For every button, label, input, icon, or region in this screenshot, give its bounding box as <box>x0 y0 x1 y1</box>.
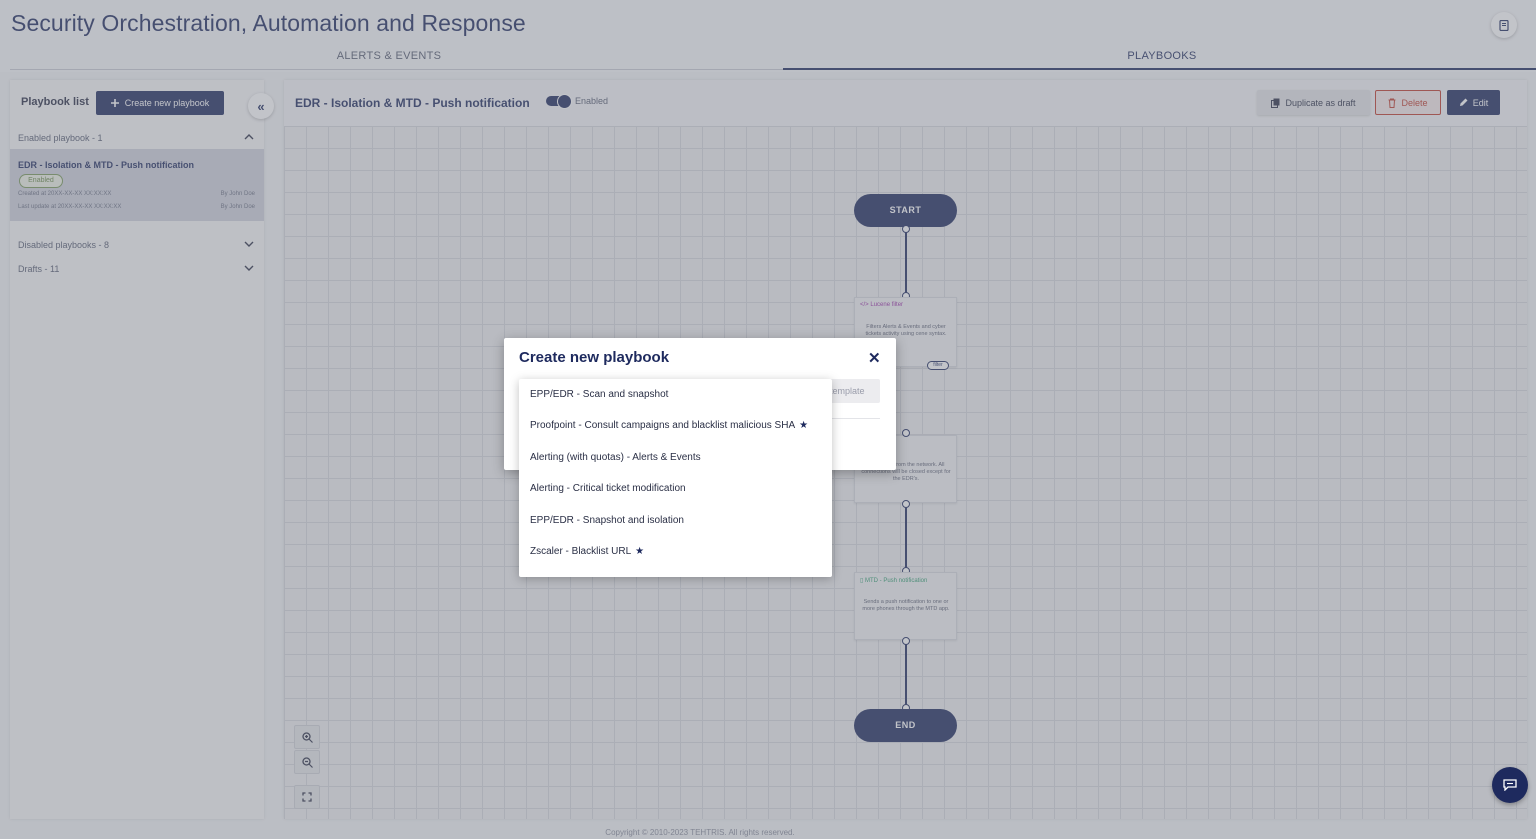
disabled-playbooks-section[interactable]: Disabled playbooks - 8 <box>18 240 256 256</box>
chevron-up-icon <box>244 134 254 140</box>
playbook-editor: EDR - Isolation & MTD - Push notificatio… <box>284 80 1527 819</box>
section-label: Enabled playbook - 1 <box>18 133 103 143</box>
playbook-item-name: EDR - Isolation & MTD - Push notificatio… <box>18 160 194 170</box>
created-by: By John Doe <box>220 191 255 197</box>
duplicate-as-draft-button[interactable]: Duplicate as draft <box>1257 90 1370 115</box>
zoom-in-icon <box>301 731 313 743</box>
playbook-list-title: Playbook list <box>21 96 89 108</box>
playbook-toolbar: EDR - Isolation & MTD - Push notificatio… <box>284 80 1527 126</box>
option-label: EPP/EDR - Scan and snapshot <box>530 389 669 400</box>
node-description: e endpoint from the network. All connect… <box>861 462 951 482</box>
connector-dot[interactable] <box>902 637 910 645</box>
tab-alerts-events[interactable]: ALERTS & EVENTS <box>336 50 442 62</box>
start-node[interactable]: START <box>854 194 957 227</box>
connector-dot[interactable] <box>902 429 910 437</box>
document-button[interactable] <box>1491 12 1517 38</box>
updated-at: Last update at 20XX-XX-XX XX:XX:XX <box>18 204 122 210</box>
chat-icon <box>1503 779 1517 791</box>
enabled-toggle[interactable] <box>546 94 572 109</box>
document-icon: ▯ <box>860 578 864 584</box>
template-option[interactable]: Zscaler - Blacklist URL ★ <box>530 546 644 557</box>
tab-playbooks[interactable]: PLAYBOOKS <box>783 44 1536 70</box>
edit-button[interactable]: Edit <box>1447 90 1500 115</box>
chevron-down-icon <box>244 241 254 247</box>
zoom-out-icon <box>301 756 313 768</box>
template-option[interactable]: EPP/EDR - Scan and snapshot <box>530 389 668 400</box>
fit-screen-button[interactable] <box>294 785 320 809</box>
template-dropdown: EPP/EDR - Scan and snapshot Proofpoint -… <box>519 379 832 577</box>
template-option[interactable]: Proofpoint - Consult campaigns and black… <box>530 420 808 431</box>
playbook-sidebar: Playbook list Create new playbook « Enab… <box>10 80 274 819</box>
option-label: Alerting - Critical ticket modification <box>530 483 686 494</box>
plus-icon <box>110 99 119 107</box>
connector-line <box>905 230 907 294</box>
playbook-title: EDR - Isolation & MTD - Push notificatio… <box>295 96 530 110</box>
node-description: Sends a push notification to one or more… <box>862 599 950 612</box>
option-label: EPP/EDR - Snapshot and isolation <box>530 515 684 526</box>
create-playbook-button[interactable]: Create new playbook <box>96 91 224 115</box>
footer-copyright: Copyright © 2010-2023 TEHTRIS. All right… <box>605 828 795 837</box>
trash-icon <box>1388 98 1396 108</box>
connector-dot[interactable] <box>902 500 910 508</box>
status-badge: Enabled <box>19 174 63 188</box>
chat-button[interactable] <box>1492 767 1528 803</box>
document-icon <box>1499 19 1509 31</box>
template-option[interactable]: Alerting - Critical ticket modification <box>530 483 686 494</box>
edit-label: Edit <box>1472 97 1489 108</box>
app-header: Security Orchestration, Automation and R… <box>0 0 1536 72</box>
node-title: MTD - Push notification <box>864 578 928 584</box>
modal-title: Create new playbook <box>519 349 670 366</box>
node-header: </> Lucene filter <box>860 302 903 308</box>
mtd-push-node[interactable]: ▯ MTD - Push notification Sends a push n… <box>854 572 957 640</box>
playbook-list-item[interactable]: EDR - Isolation & MTD - Push notificatio… <box>10 149 264 221</box>
option-label: Zscaler - Blacklist URL <box>530 546 632 557</box>
template-option[interactable]: Alerting (with quotas) - Alerts & Events <box>530 452 701 463</box>
node-description: Filters Alerts & Events and cyber ticket… <box>865 324 947 337</box>
delete-button[interactable]: Delete <box>1375 90 1441 115</box>
close-icon[interactable]: ✕ <box>868 350 881 367</box>
delete-label: Delete <box>1401 97 1428 108</box>
end-node[interactable]: END <box>854 709 957 742</box>
node-title: Lucene filter <box>870 302 904 308</box>
section-label: Disabled playbooks - 8 <box>18 240 110 250</box>
double-chevron-left-icon: « <box>257 98 265 114</box>
created-at: Created at 20XX-XX-XX XX:XX:XX <box>18 191 112 197</box>
filter-tag[interactable]: filter <box>927 361 949 370</box>
flow-canvas[interactable]: START </> Lucene filter Filters Alerts &… <box>284 126 1527 819</box>
duplicate-label: Duplicate as draft <box>1285 97 1356 108</box>
option-label: Proofpoint - Consult campaigns and black… <box>530 420 796 431</box>
chevron-down-icon <box>244 265 254 271</box>
app-title: Security Orchestration, Automation and R… <box>11 10 526 36</box>
node-header: ▯ MTD - Push notification <box>860 577 927 584</box>
updated-by: By John Doe <box>220 204 255 210</box>
drafts-section[interactable]: Drafts - 11 <box>18 264 256 280</box>
copy-icon <box>1271 98 1280 108</box>
tab-bar: ALERTS & EVENTS PLAYBOOKS <box>10 44 1536 70</box>
template-option[interactable]: EPP/EDR - Snapshot and isolation <box>530 515 684 526</box>
pencil-icon <box>1459 98 1468 106</box>
zoom-in-button[interactable] <box>294 725 320 749</box>
connector-line <box>905 644 907 708</box>
create-playbook-label: Create new playbook <box>124 98 210 108</box>
code-icon: </> <box>860 302 869 308</box>
connector-dot[interactable] <box>902 225 910 233</box>
zoom-out-button[interactable] <box>294 750 320 774</box>
option-label: Alerting (with quotas) - Alerts & Events <box>530 452 701 463</box>
connector-line <box>905 507 907 572</box>
section-label: Drafts - 11 <box>18 264 60 274</box>
enabled-playbooks-section[interactable]: Enabled playbook - 1 <box>18 133 256 149</box>
star-icon: ★ <box>799 420 809 431</box>
fit-screen-icon <box>302 792 312 802</box>
star-icon: ★ <box>635 546 645 557</box>
collapse-sidebar-button[interactable]: « <box>248 93 274 119</box>
enabled-toggle-label: Enabled <box>575 96 609 106</box>
